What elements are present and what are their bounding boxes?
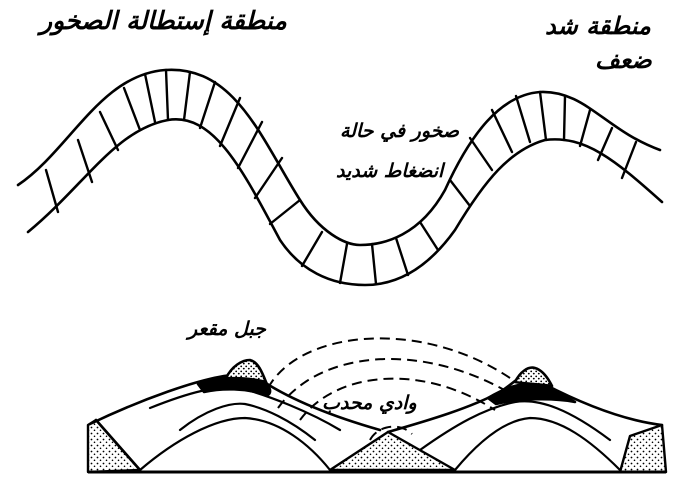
anticline-valley-label: وادي محدب xyxy=(322,392,417,414)
tension-zone-label-line2: ضعف xyxy=(595,46,652,74)
right-stippled-wedge xyxy=(620,425,666,472)
left-stippled-wedge xyxy=(88,420,140,472)
left-syncline-mountain xyxy=(90,360,380,470)
left-stippled-peak xyxy=(226,360,266,382)
stretch-zone-label: منطقة إستطالة الصخور xyxy=(40,6,287,35)
right-stippled-peak xyxy=(515,368,552,386)
dashed-restored-layers xyxy=(268,338,510,440)
compression-label-line1: صخور في حالة xyxy=(340,120,459,142)
compression-label-line2: انضغاط شديد xyxy=(336,160,443,182)
inverted-mountain-label: جبل مقعر xyxy=(188,318,266,340)
fold-top-line xyxy=(18,70,660,245)
tension-zone-label-line1: منطقة شد xyxy=(545,12,651,40)
